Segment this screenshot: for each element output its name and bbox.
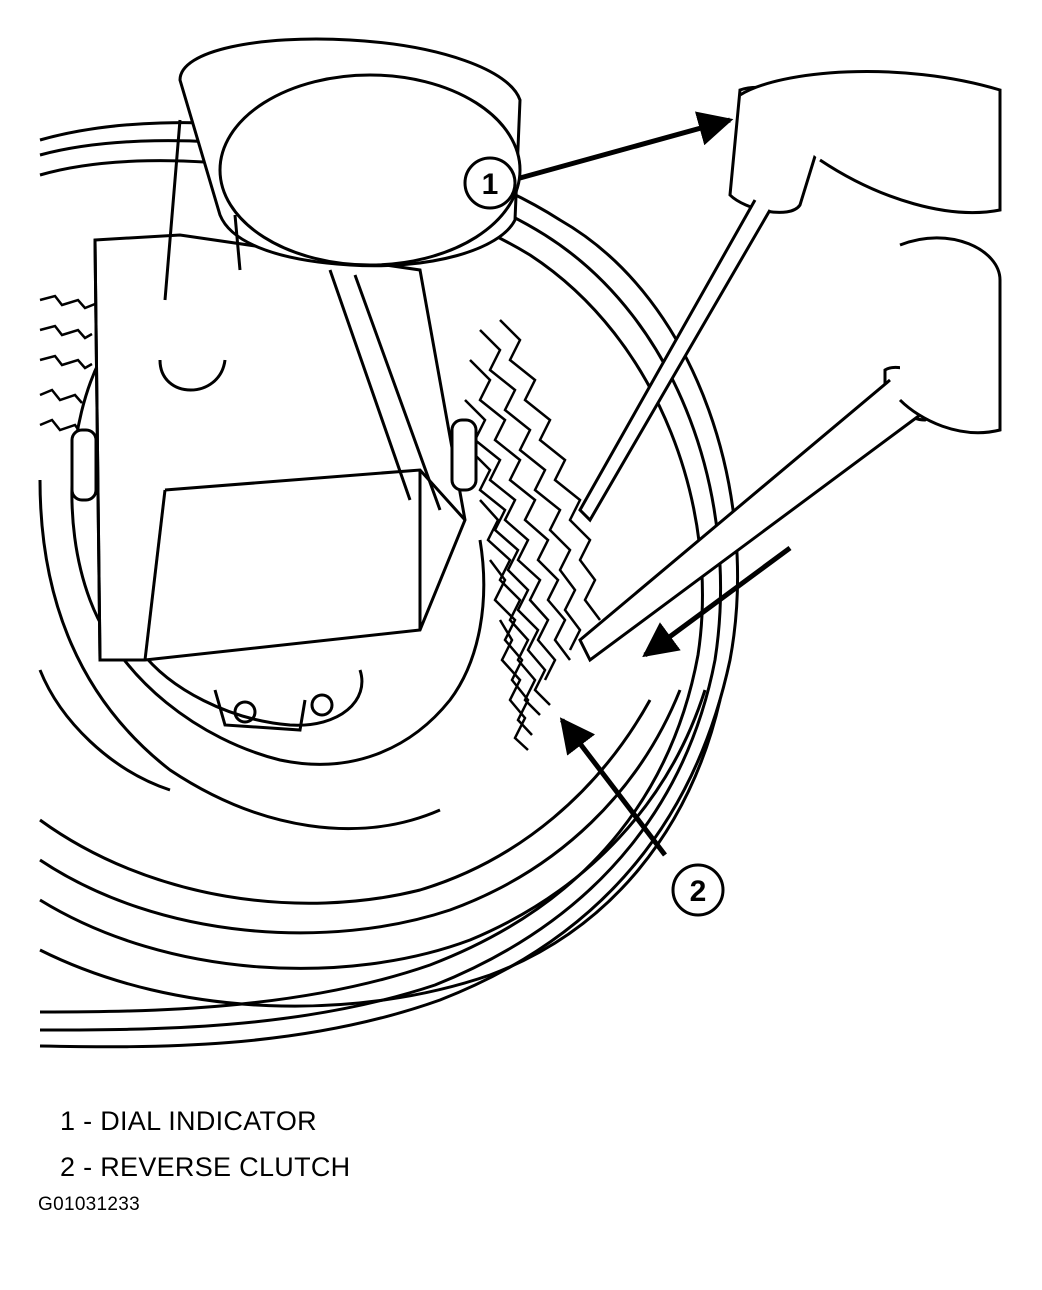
dial-indicator-mount xyxy=(163,37,522,301)
dial-indicator-body xyxy=(70,233,478,662)
pry-tool xyxy=(578,236,1002,663)
legend: 1 - DIAL INDICATOR 2 - REVERSE CLUTCH xyxy=(60,1098,350,1190)
clutch-plate-edges-left xyxy=(39,294,96,433)
callout-1: 1 xyxy=(463,156,517,210)
callout-2-arrow xyxy=(559,717,667,857)
dial-indicator-probe xyxy=(578,70,1002,523)
clutch-measurement-illustration: 1 2 xyxy=(38,37,1002,1049)
legend-item-dial-indicator: 1 - DIAL INDICATOR xyxy=(60,1106,317,1136)
legend-item-reverse-clutch: 2 - REVERSE CLUTCH xyxy=(60,1152,351,1182)
reverse-clutch-pack xyxy=(464,319,601,751)
inner-hub xyxy=(38,359,486,831)
figure-id: G01031233 xyxy=(38,1194,141,1215)
callout-1-number: 1 xyxy=(482,168,499,201)
movement-arrow xyxy=(642,545,792,658)
callout-2: 2 xyxy=(671,863,725,917)
callout-1-arrow xyxy=(519,111,734,181)
callout-2-number: 2 xyxy=(690,875,707,908)
